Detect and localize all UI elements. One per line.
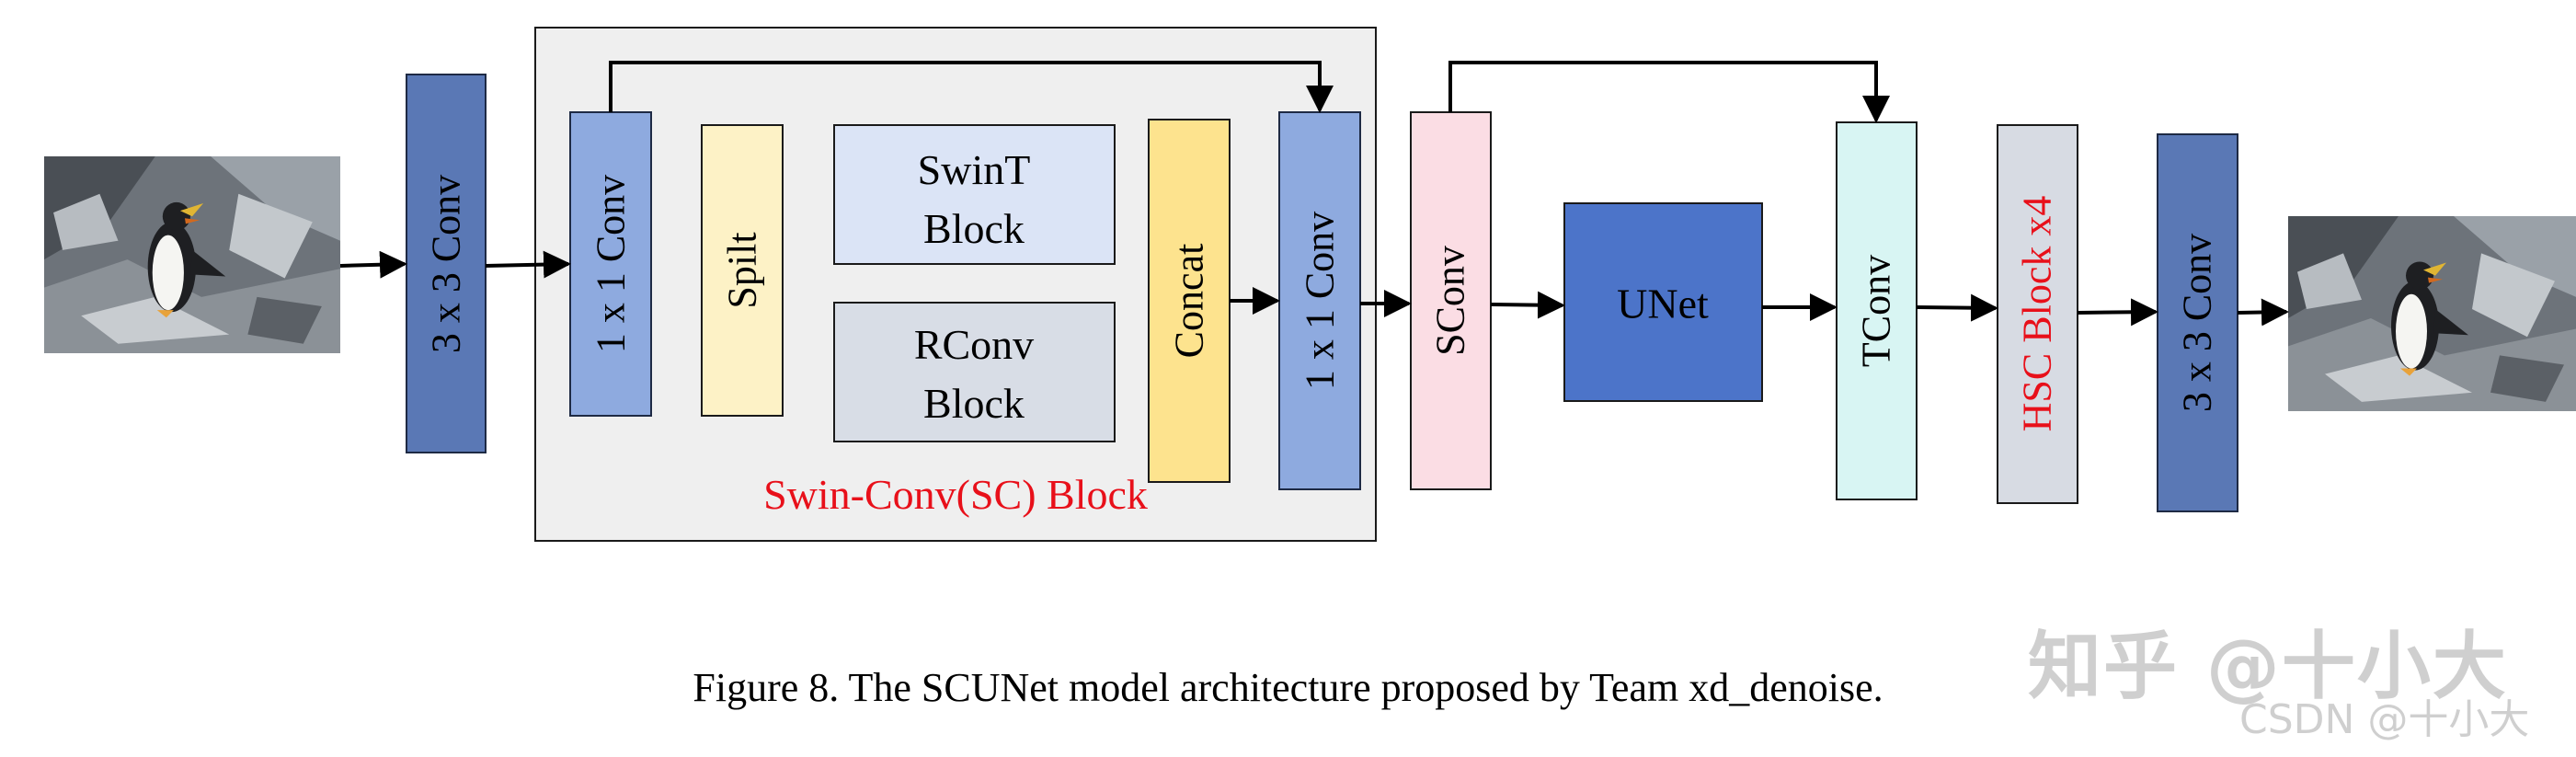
input-image: [44, 156, 340, 353]
hsc-label: HSC Block x4: [2015, 196, 2060, 432]
rconv-label-line1: RConv: [914, 321, 1034, 368]
arrow-sc-skip: [609, 61, 1334, 113]
sc-conv-out-block: [1278, 111, 1361, 490]
sc-conv-out-label: 1 x 1 Conv: [1298, 212, 1343, 390]
arrow-stem-to-sc: [485, 250, 571, 279]
sc-conv-in-label: 1 x 1 Conv: [589, 175, 634, 353]
figure-caption: Figure 8. The SCUNet model architecture …: [693, 665, 1883, 710]
out-conv-block: [2157, 133, 2238, 512]
tconv-label: TConv: [1854, 255, 1899, 367]
split-label: Spilt: [720, 232, 765, 308]
output-image: [2288, 216, 2576, 411]
sconv-label: SConv: [1428, 246, 1473, 356]
arrow-hsc-to-conv: [2077, 298, 2158, 327]
tconv-block: [1836, 121, 1918, 500]
rconv-block: [833, 302, 1116, 442]
swint-label-line1: SwinT: [918, 146, 1031, 193]
out-conv-label: 3 x 3 Conv: [2175, 234, 2220, 412]
split-block: [701, 124, 784, 417]
rconv-label-line2: Block: [923, 380, 1025, 427]
unet-label: UNet: [1617, 281, 1709, 327]
stem-conv-block: [406, 74, 487, 453]
swint-label-line2: Block: [923, 205, 1025, 252]
unet-block: [1563, 202, 1763, 402]
arrow-input-to-stem: [339, 250, 407, 279]
swint-block: [833, 124, 1116, 265]
watermark-csdn: CSDN @十小大: [2239, 696, 2530, 743]
watermark-zhihu: 知乎 @十小大: [2028, 624, 2508, 709]
arrow-tconv-to-hsc: [1916, 293, 1998, 322]
sc-block-title: Swin-Conv(SC) Block: [763, 471, 1148, 518]
sconv-block: [1410, 111, 1492, 490]
arrow-conv-to-output: [2237, 298, 2289, 327]
sc-block-container: [534, 27, 1377, 542]
arrow-unet-skip: [1448, 61, 1890, 123]
sc-conv-in-block: [569, 111, 652, 417]
arrows: [339, 61, 2289, 327]
arrow-sconv-to-unet: [1490, 291, 1565, 319]
hsc-block: [1997, 124, 2078, 504]
concat-label: Concat: [1167, 244, 1212, 359]
stem-conv-label: 3 x 3 Conv: [424, 175, 469, 353]
